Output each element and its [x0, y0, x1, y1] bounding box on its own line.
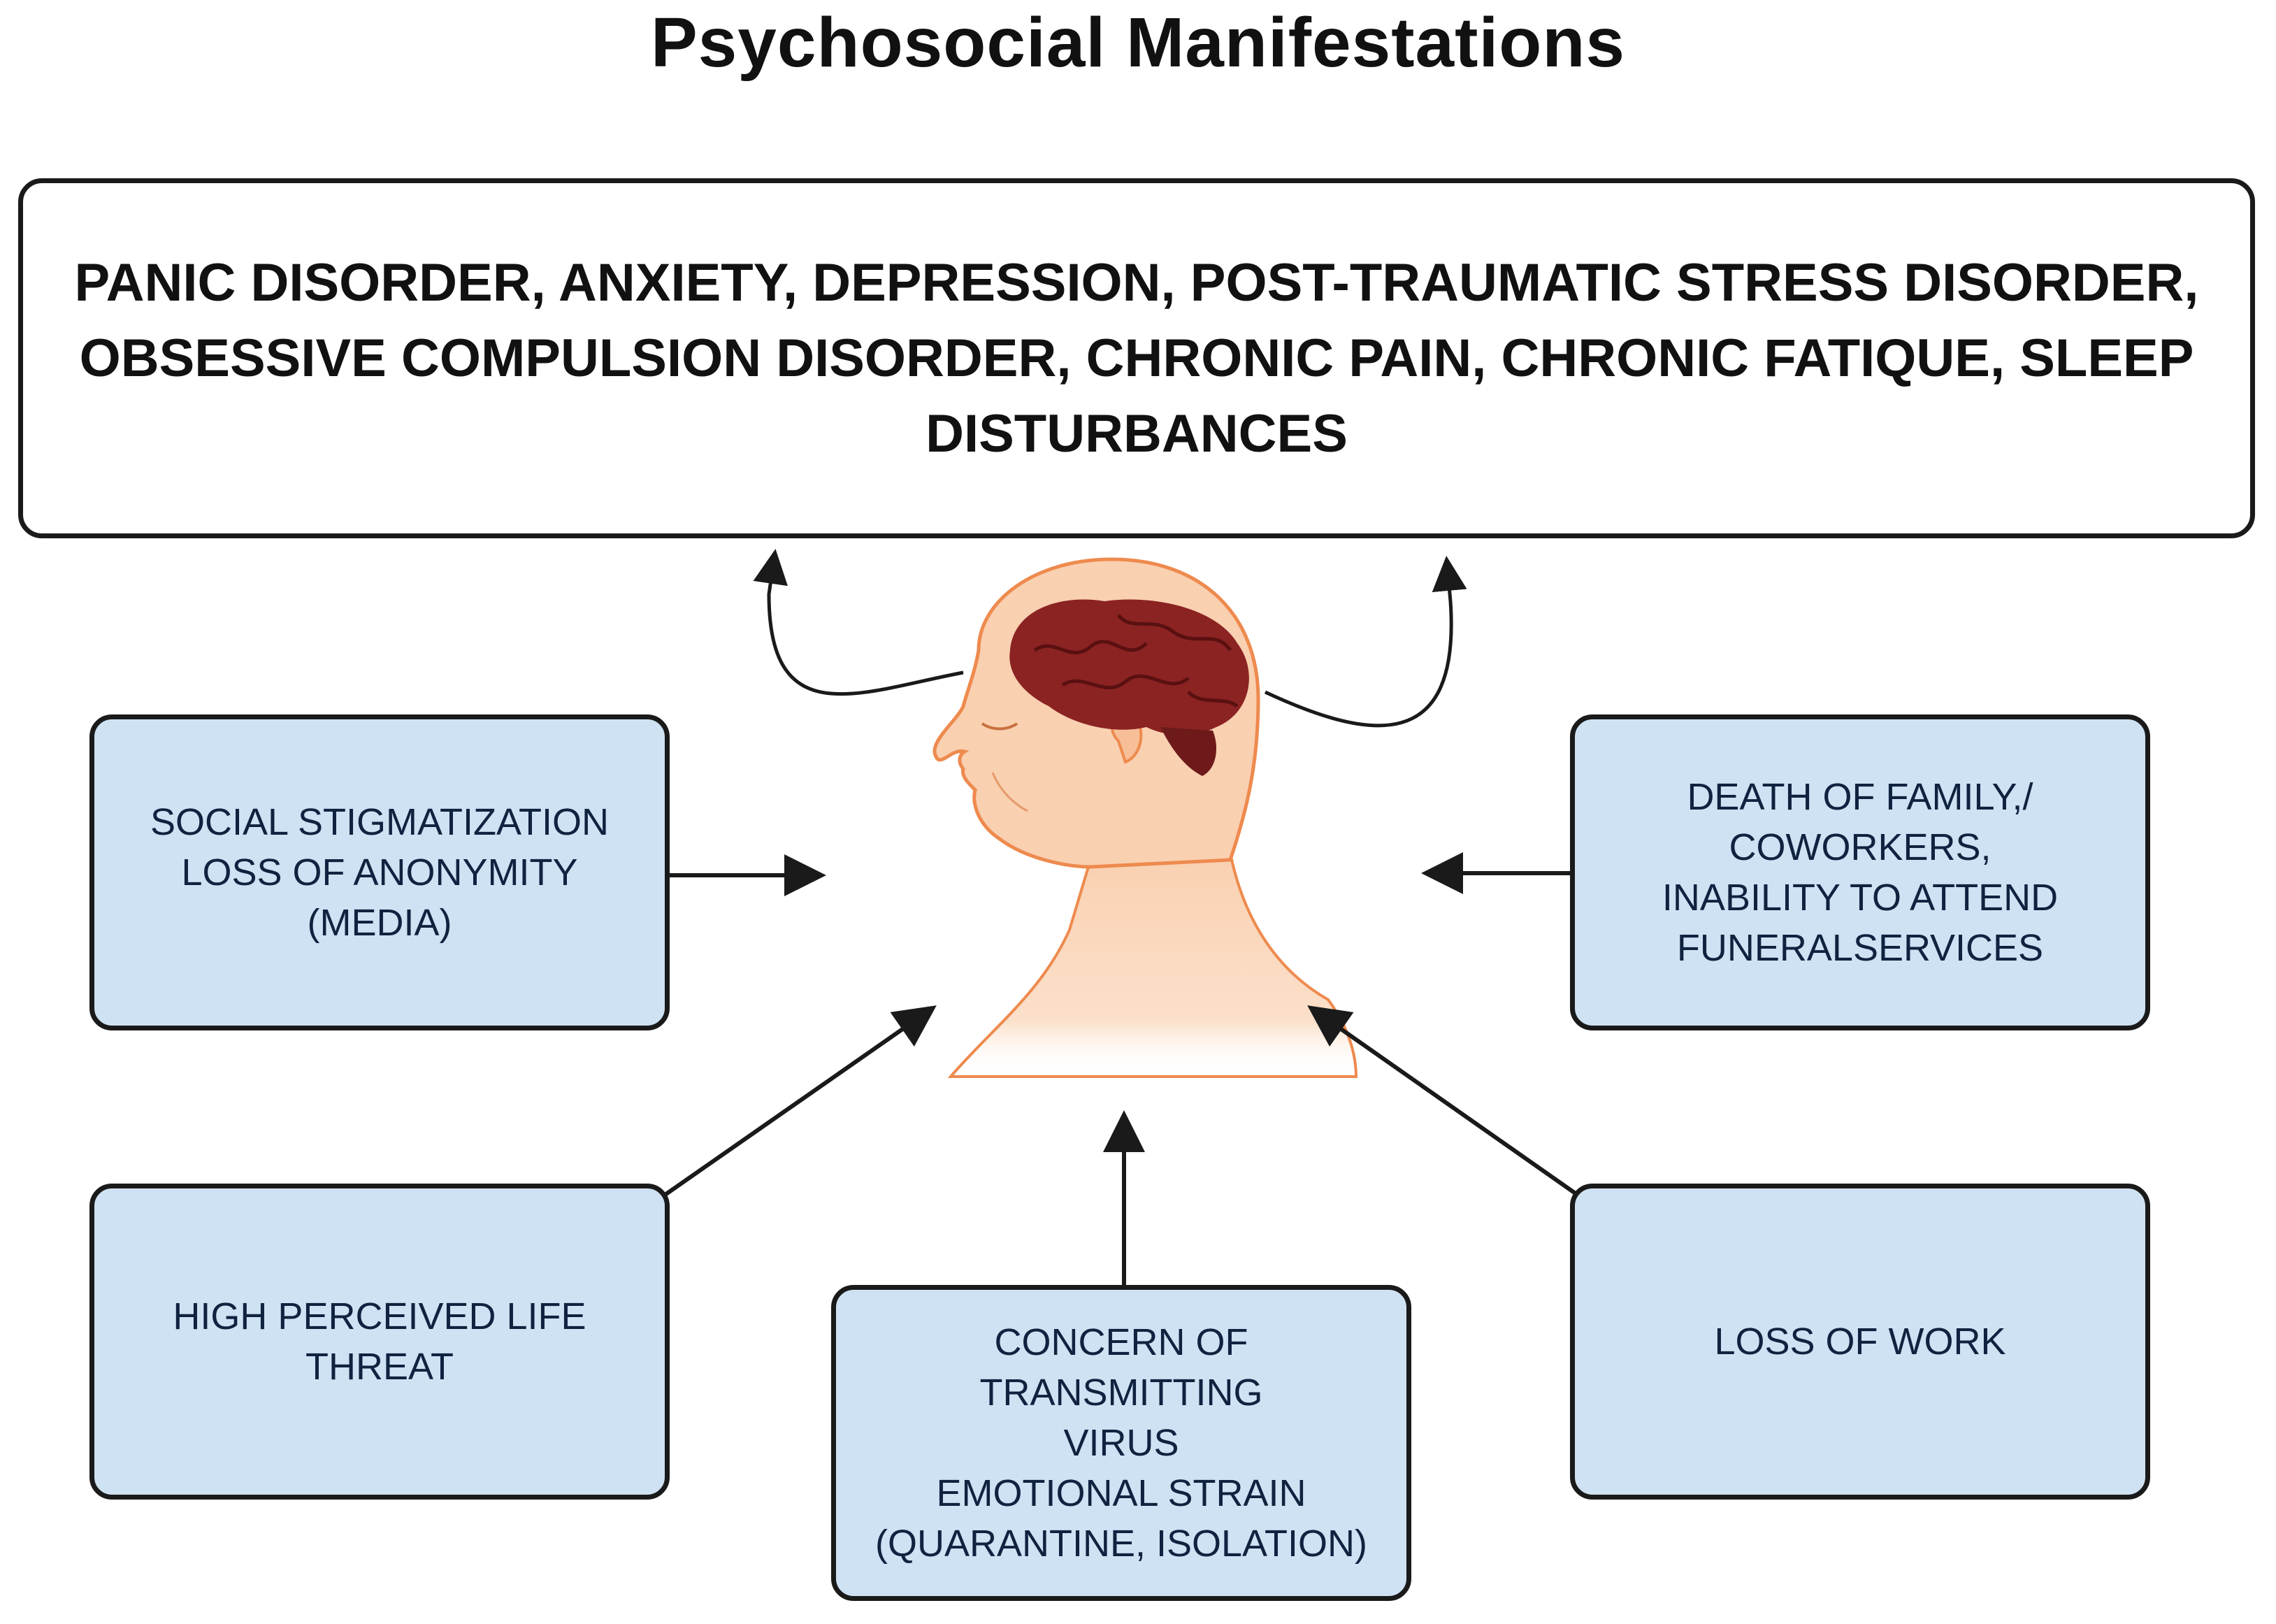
curved-arrow-right — [1264, 556, 1467, 728]
brain-shape — [1009, 599, 1249, 735]
cause-box-death-of-family: DEATH OF FAMILY,/ COWORKERS, INABILITY T… — [1570, 714, 2150, 1030]
arrow-threat — [663, 1005, 937, 1198]
cheek-line — [991, 772, 1028, 812]
curved-arrow-left — [753, 549, 964, 696]
cause-box-stigmatization: SOCIAL STIGMATIZATION LOSS OF ANONYMITY … — [89, 714, 670, 1030]
cause-box-loss-of-work: LOSS OF WORK — [1570, 1184, 2150, 1500]
cause-box-transmission-concern: CONCERN OF TRANSMITTING VIRUS EMOTIONAL … — [831, 1285, 1411, 1601]
brain-folds — [1033, 614, 1239, 708]
manifestations-box: PANIC DISORDER, ANXIETY, DEPRESSION, POS… — [18, 178, 2255, 538]
cause-box-life-threat: HIGH PERCEIVED LIFE THREAT — [89, 1184, 670, 1500]
arrow-work — [1307, 1005, 1580, 1198]
shoulders-shape — [947, 851, 1358, 1078]
eye-line — [981, 722, 1018, 731]
diagram-title: Psychosocial Manifestations — [650, 3, 1626, 82]
cause-text-life-threat: HIGH PERCEIVED LIFE THREAT — [173, 1295, 586, 1388]
manifestations-text: PANIC DISORDER, ANXIETY, DEPRESSION, POS… — [74, 252, 2199, 464]
cause-text-stigmatization: SOCIAL STIGMATIZATION LOSS OF ANONYMITY … — [150, 801, 610, 944]
human-head-with-brain-icon — [932, 557, 1358, 1078]
cerebellum-shape — [1160, 727, 1216, 776]
cause-text-death-of-family: DEATH OF FAMILY,/ COWORKERS, INABILITY T… — [1662, 776, 2059, 969]
cause-text-loss-of-work: LOSS OF WORK — [1714, 1321, 2006, 1363]
cause-text-transmission-concern: CONCERN OF TRANSMITTING VIRUS EMOTIONAL … — [874, 1321, 1368, 1565]
